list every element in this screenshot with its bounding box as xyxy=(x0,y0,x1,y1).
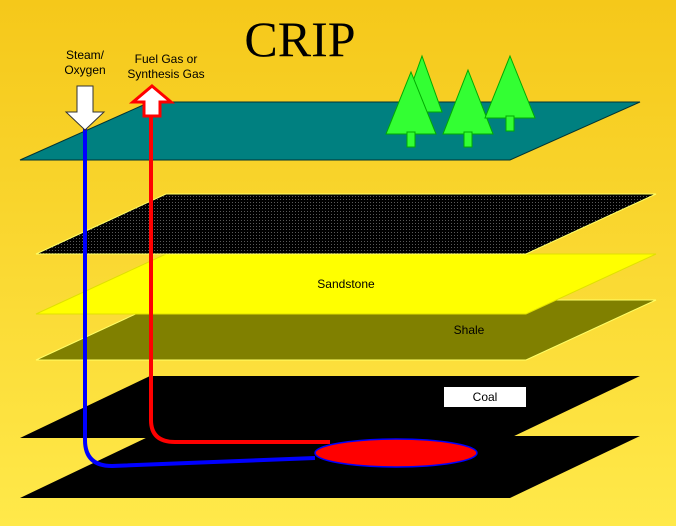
tree-icon xyxy=(442,68,494,148)
injection-label-line1: Steam/ xyxy=(66,48,105,62)
underburden-layer xyxy=(20,436,640,498)
injection-label-line2: Oxygen xyxy=(64,63,105,77)
sandstone-layer xyxy=(35,253,657,315)
injection-well xyxy=(83,128,316,469)
coal-label-box xyxy=(444,387,526,407)
caprock-layer xyxy=(35,193,657,255)
production-well xyxy=(149,114,330,444)
production-label-line1: Fuel Gas or xyxy=(135,52,198,66)
gasification-cavity xyxy=(314,438,478,468)
production-label-line2: Synthesis Gas xyxy=(127,67,204,81)
injection-arrow-icon xyxy=(64,85,106,131)
shale-layer xyxy=(35,299,657,361)
sandstone-label: Sandstone xyxy=(317,277,375,291)
diagram-title: CRIP xyxy=(244,11,355,67)
production-arrow-icon xyxy=(128,84,176,118)
coal-label: Coal xyxy=(473,390,498,404)
shale-label: Shale xyxy=(454,323,485,337)
tree-icon xyxy=(385,70,437,148)
trees xyxy=(385,54,536,148)
tree-icon xyxy=(484,54,536,132)
